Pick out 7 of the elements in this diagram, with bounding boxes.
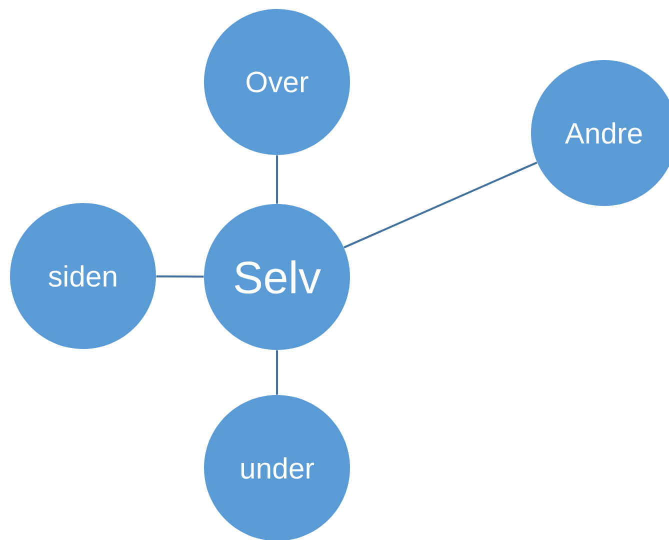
circle-node: Over [204,9,350,155]
circle-node: Selv [204,204,350,350]
connector-line [276,155,278,204]
circle-node: siden [10,203,156,349]
connector-line [156,275,204,278]
connector-line [344,162,538,248]
connector-line [276,350,278,395]
